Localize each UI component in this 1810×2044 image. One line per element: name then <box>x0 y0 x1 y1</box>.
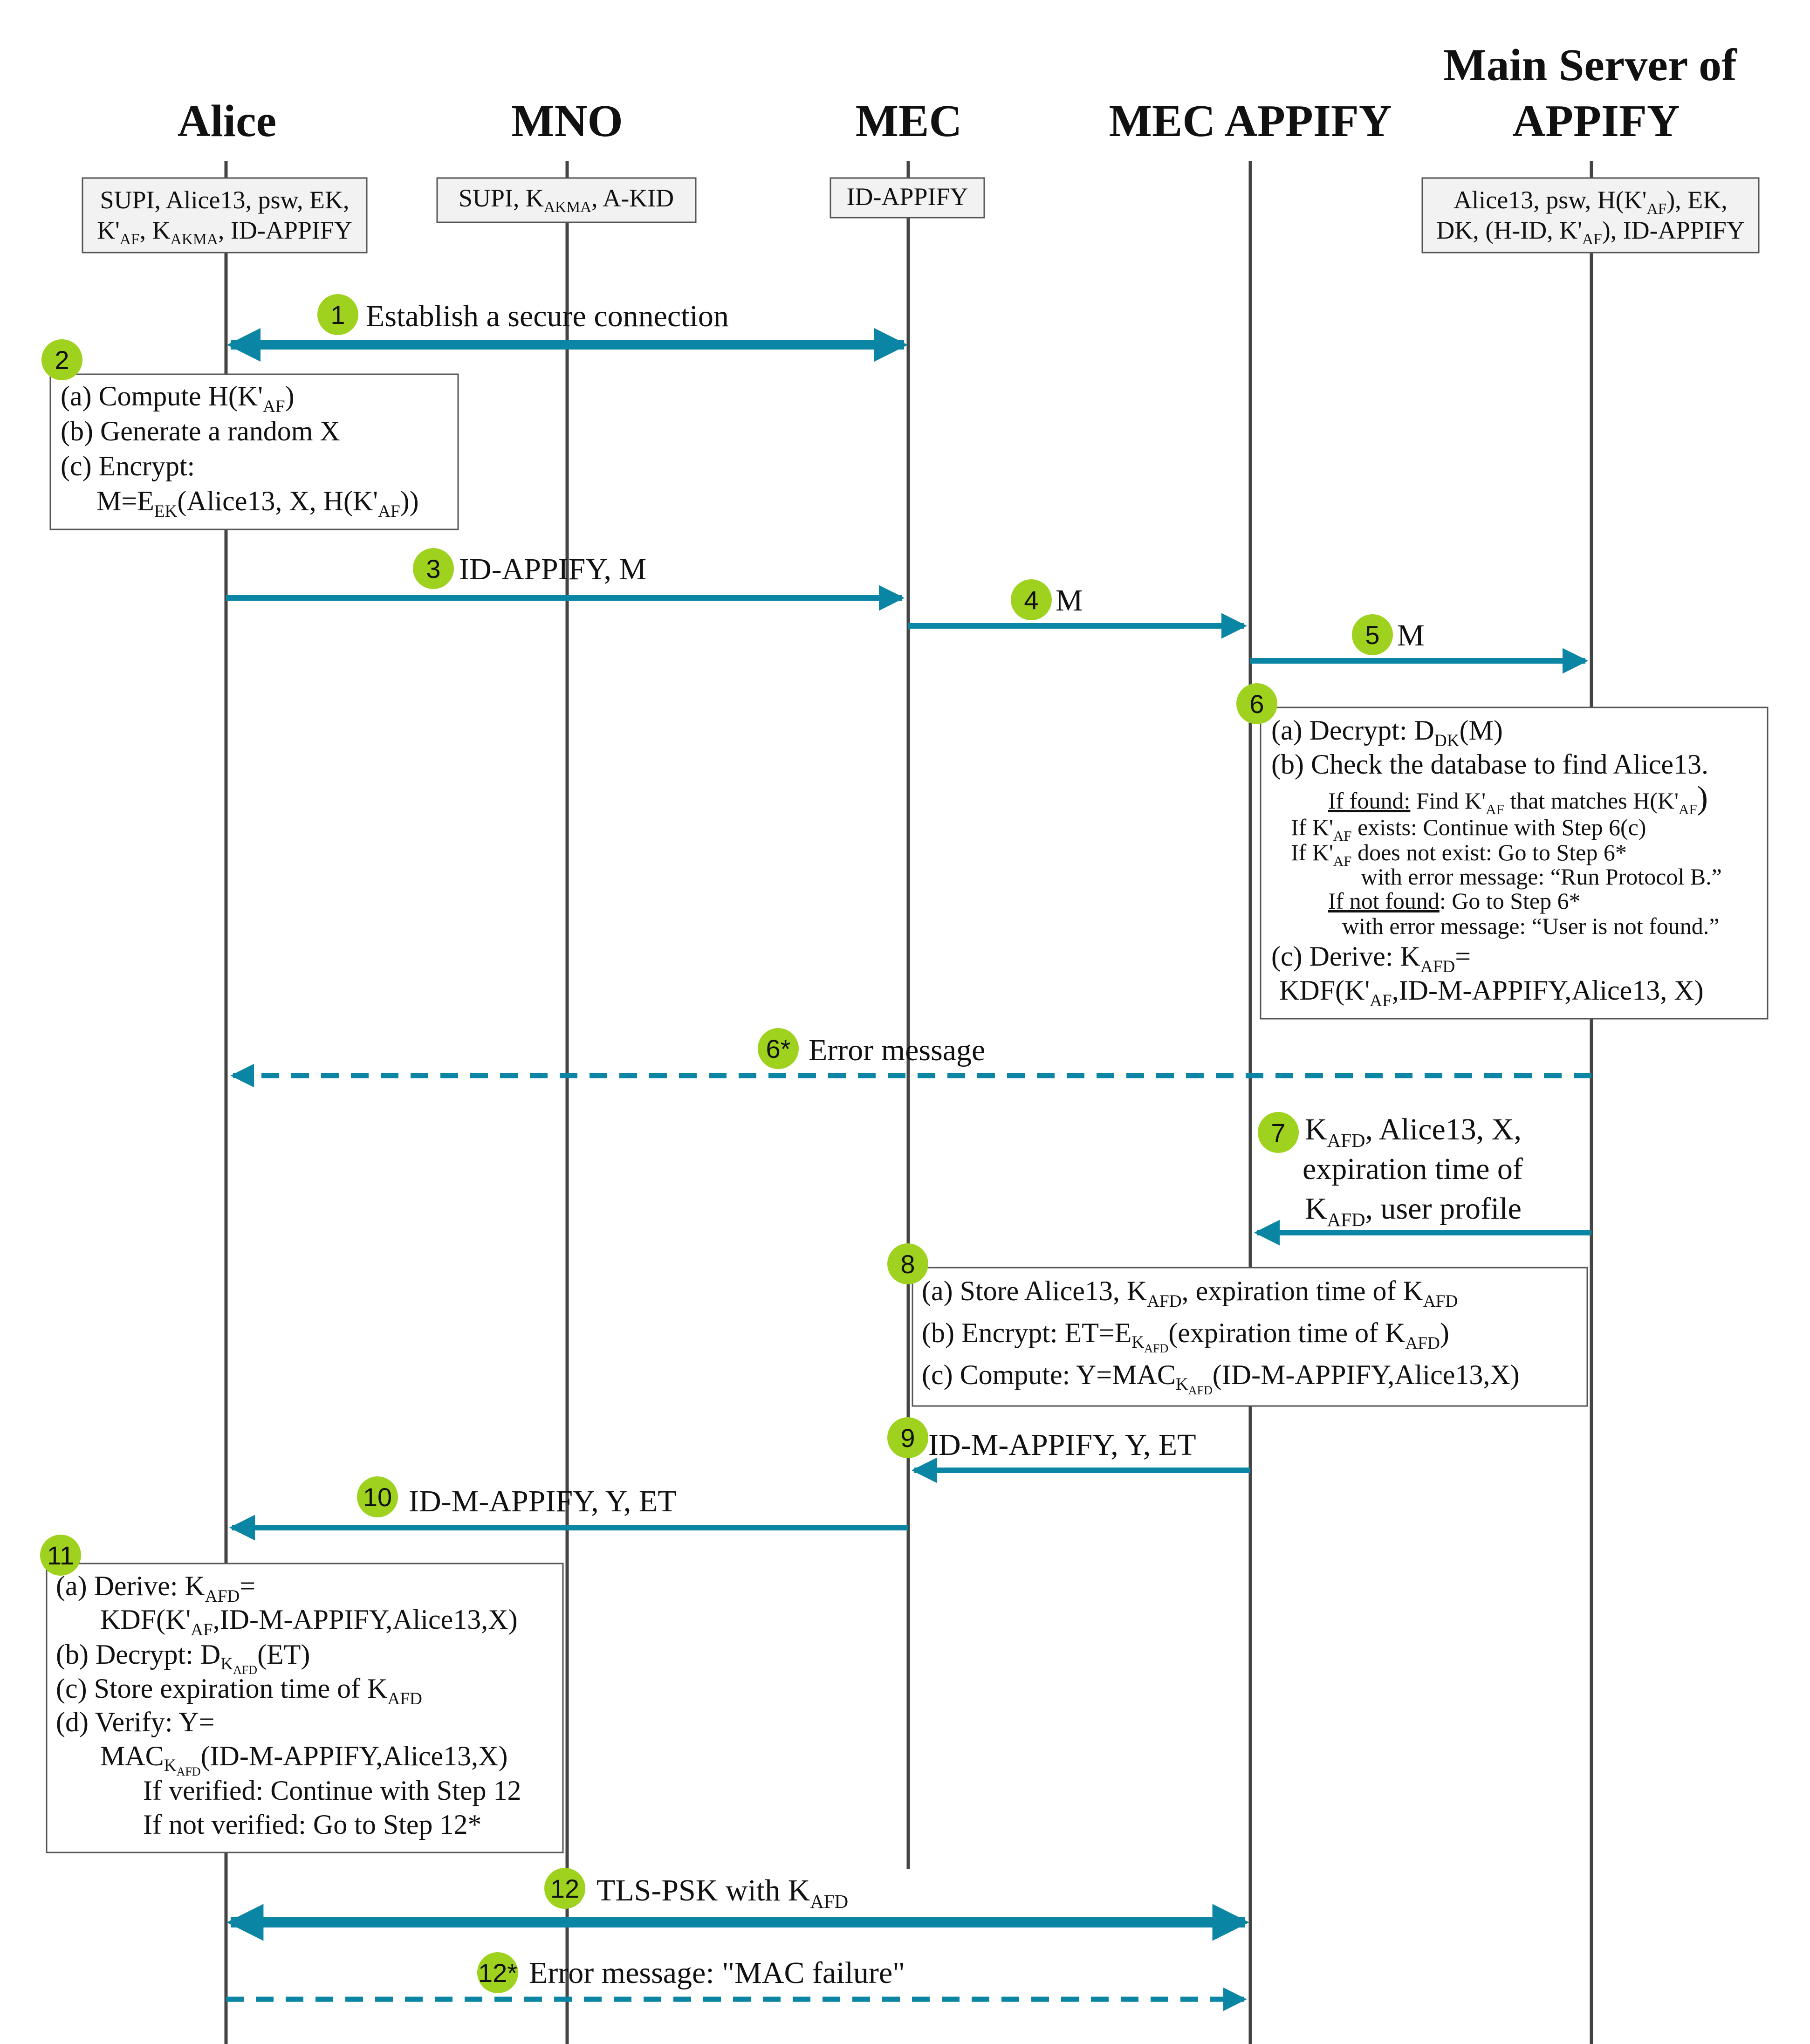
step-badge <box>1352 614 1393 655</box>
step-11-box: 11 (a) Derive: KAFD= KDF(K'AF,ID-M-APPIF… <box>40 1535 564 1853</box>
svg-text:KDF(K'AF,ID-M-APPIFY,Alice13,X: KDF(K'AF,ID-M-APPIFY,Alice13,X) <box>100 1604 518 1639</box>
step-badge <box>758 1028 799 1069</box>
step-badge <box>887 1417 928 1458</box>
header-main-server-line2: APPIFY <box>1512 96 1680 146</box>
svg-text:M=EEK(Alice13, X, H(K'AF)): M=EEK(Alice13, X, H(K'AF)) <box>96 486 419 521</box>
svg-text:(a) Derive: KAFD=: (a) Derive: KAFD= <box>56 1571 255 1606</box>
svg-text:12*: 12* <box>478 1958 517 1988</box>
svg-text:(c) Compute: Y=MACKAFD(ID-M-AP: (c) Compute: Y=MACKAFD(ID-M-APPIFY,Alice… <box>922 1359 1520 1397</box>
main-server-initial-box: Alice13, psw, H(K'AF), EK, DK, (H-ID, K'… <box>1421 177 1760 254</box>
step-badge <box>1011 579 1052 620</box>
step-6-error-message: 6* Error message <box>230 1028 1591 1088</box>
step-9-message: 9 ID-M-APPIFY, Y, ET <box>887 1417 1250 1483</box>
svg-text:If K'AF exists: Continue with: If K'AF exists: Continue with Step 6(c) <box>1291 814 1646 844</box>
svg-text:(a) Decrypt: DDK(M): (a) Decrypt: DDK(M) <box>1271 715 1503 750</box>
step-5-message: 5 M <box>1250 614 1589 674</box>
mno-init-line: SUPI, KAKMA, A-KID <box>459 184 674 216</box>
step-badge <box>477 1952 518 1993</box>
mec-init-line: ID-APPIFY <box>846 183 968 211</box>
svg-text:ID-M-APPIFY, Y, ET: ID-M-APPIFY, Y, ET <box>928 1428 1196 1462</box>
svg-text:4: 4 <box>1024 585 1038 615</box>
svg-text:ID-APPIFY, M: ID-APPIFY, M <box>459 552 646 586</box>
svg-text:(d) Verify: Y=: (d) Verify: Y= <box>56 1707 214 1737</box>
mec-initial-box: ID-APPIFY <box>830 177 985 219</box>
header-main-server-line1: Main Server of <box>1443 40 1737 90</box>
svg-text:12: 12 <box>550 1874 579 1903</box>
main-init-line1: Alice13, psw, H(K'AF), EK, <box>1453 186 1727 218</box>
step-badge <box>544 1868 585 1909</box>
step-1-message: 1 Establish a secure connection <box>226 294 908 362</box>
svg-text:M: M <box>1056 583 1083 617</box>
participant-headers: Alice MNO MEC MEC APPIFY Main Server of … <box>178 40 1737 146</box>
step-badge <box>357 1476 398 1517</box>
header-mec-appify: MEC APPIFY <box>1109 96 1392 146</box>
svg-text:Error message: Error message <box>809 1033 985 1067</box>
svg-text:(c) Encrypt:: (c) Encrypt: <box>61 451 195 481</box>
svg-text:(b) Encrypt: ET=EKAFD(expirati: (b) Encrypt: ET=EKAFD(expiration time of… <box>922 1317 1449 1355</box>
step-1-label: Establish a secure connection <box>366 299 729 333</box>
step-badge <box>1236 683 1277 724</box>
svg-text:TLS-PSK with KAFD: TLS-PSK with KAFD <box>596 1873 848 1912</box>
svg-text:KAFD, user profile: KAFD, user profile <box>1305 1192 1522 1230</box>
alice-init-line1: SUPI, Alice13, psw, EK, <box>100 186 350 214</box>
svg-text:3: 3 <box>426 554 440 583</box>
svg-text:6*: 6* <box>766 1034 791 1063</box>
alice-initial-box: SUPI, Alice13, psw, EK, K'AF, KAKMA, ID-… <box>82 177 368 254</box>
mno-initial-box: SUPI, KAKMA, A-KID <box>436 177 697 223</box>
header-mec: MEC <box>856 96 962 146</box>
svg-text:(b) Generate a random X: (b) Generate a random X <box>61 416 340 446</box>
step-10-message: 10 ID-M-APPIFY, Y, ET <box>229 1476 908 1541</box>
svg-text:8: 8 <box>900 1249 915 1279</box>
step-badge <box>413 548 454 589</box>
svg-text:(a) Compute H(K'AF): (a) Compute H(K'AF) <box>61 381 295 416</box>
svg-text:ID-M-APPIFY, Y, ET: ID-M-APPIFY, Y, ET <box>409 1484 677 1518</box>
svg-text:If K'AF does not exist: Go to: If K'AF does not exist: Go to Step 6* <box>1291 839 1627 869</box>
svg-text:Error message: "MAC failure": Error message: "MAC failure" <box>529 1956 905 1990</box>
svg-text:(c) Derive: KAFD=: (c) Derive: KAFD= <box>1271 941 1471 976</box>
svg-text:with error message: “Run Proto: with error message: “Run Protocol B.” <box>1361 864 1722 890</box>
svg-text:(a) Store Alice13, KAFD, expir: (a) Store Alice13, KAFD, expiration time… <box>922 1276 1458 1311</box>
svg-text:1: 1 <box>330 300 345 329</box>
alice-init-line2: K'AF, KAKMA, ID-APPIFY <box>97 216 352 248</box>
step-badge <box>317 294 358 335</box>
svg-text:If found: Find K'AF that match: If found: Find K'AF that matches H(K'AF) <box>1328 780 1708 817</box>
svg-text:(c) Store expiration time of K: (c) Store expiration time of KAFD <box>56 1673 422 1708</box>
svg-text:expiration time of: expiration time of <box>1303 1152 1523 1186</box>
svg-text:7: 7 <box>1271 1118 1285 1147</box>
step-3-message: 3 ID-APPIFY, M <box>226 548 905 611</box>
main-init-line2: DK, (H-ID, K'AF), ID-APPIFY <box>1436 216 1745 248</box>
svg-text:MACKAFD(ID-M-APPIFY,Alice13,X): MACKAFD(ID-M-APPIFY,Alice13,X) <box>100 1741 507 1778</box>
svg-text:(b) Check the database to find: (b) Check the database to find Alice13. <box>1271 749 1708 780</box>
step-2-box: 2 (a) Compute H(K'AF) (b) Generate a ran… <box>41 339 459 530</box>
svg-text:M: M <box>1397 618 1425 652</box>
step-badge <box>1258 1112 1299 1153</box>
svg-text:If verified: Continue with Ste: If verified: Continue with Step 12 <box>143 1775 521 1806</box>
svg-text:9: 9 <box>900 1423 915 1453</box>
svg-text:(b) Decrypt: DKAFD(ET): (b) Decrypt: DKAFD(ET) <box>56 1639 310 1677</box>
svg-text:If not found: Go to Step 6*: If not found: Go to Step 6* <box>1328 888 1581 914</box>
svg-text:10: 10 <box>363 1482 392 1512</box>
header-mno: MNO <box>511 96 623 146</box>
step-7-message: 7 KAFD, Alice13, X, expiration time of K… <box>1254 1112 1591 1246</box>
step-badge <box>40 1535 81 1576</box>
step-4-message: 4 M <box>908 579 1248 639</box>
step-6-box: 6 (a) Decrypt: DDK(M) (b) Check the data… <box>1236 683 1769 1020</box>
svg-text:5: 5 <box>1365 620 1379 650</box>
svg-text:2: 2 <box>55 345 69 375</box>
header-alice: Alice <box>178 96 276 146</box>
step-8-box: 8 (a) Store Alice13, KAFD, expiration ti… <box>887 1243 1588 1407</box>
svg-text:6: 6 <box>1249 689 1264 719</box>
svg-text:KDF(K'AF,ID-M-APPIFY,Alice13,: KDF(K'AF,ID-M-APPIFY,Alice13, X) <box>1279 975 1704 1010</box>
step-badge <box>41 339 82 380</box>
svg-text:If not verified: Go to Step 12: If not verified: Go to Step 12* <box>143 1809 482 1840</box>
step-badge <box>887 1243 928 1284</box>
step-12-message: 12 TLS-PSK with KAFD <box>226 1868 1249 1941</box>
step-12-error-message: 12* Error message: "MAC failure" <box>226 1952 1247 2011</box>
svg-text:with error message: “User is n: with error message: “User is not found.” <box>1342 913 1720 939</box>
svg-text:KAFD, Alice13, X,: KAFD, Alice13, X, <box>1305 1112 1522 1151</box>
svg-text:11: 11 <box>47 1541 74 1570</box>
